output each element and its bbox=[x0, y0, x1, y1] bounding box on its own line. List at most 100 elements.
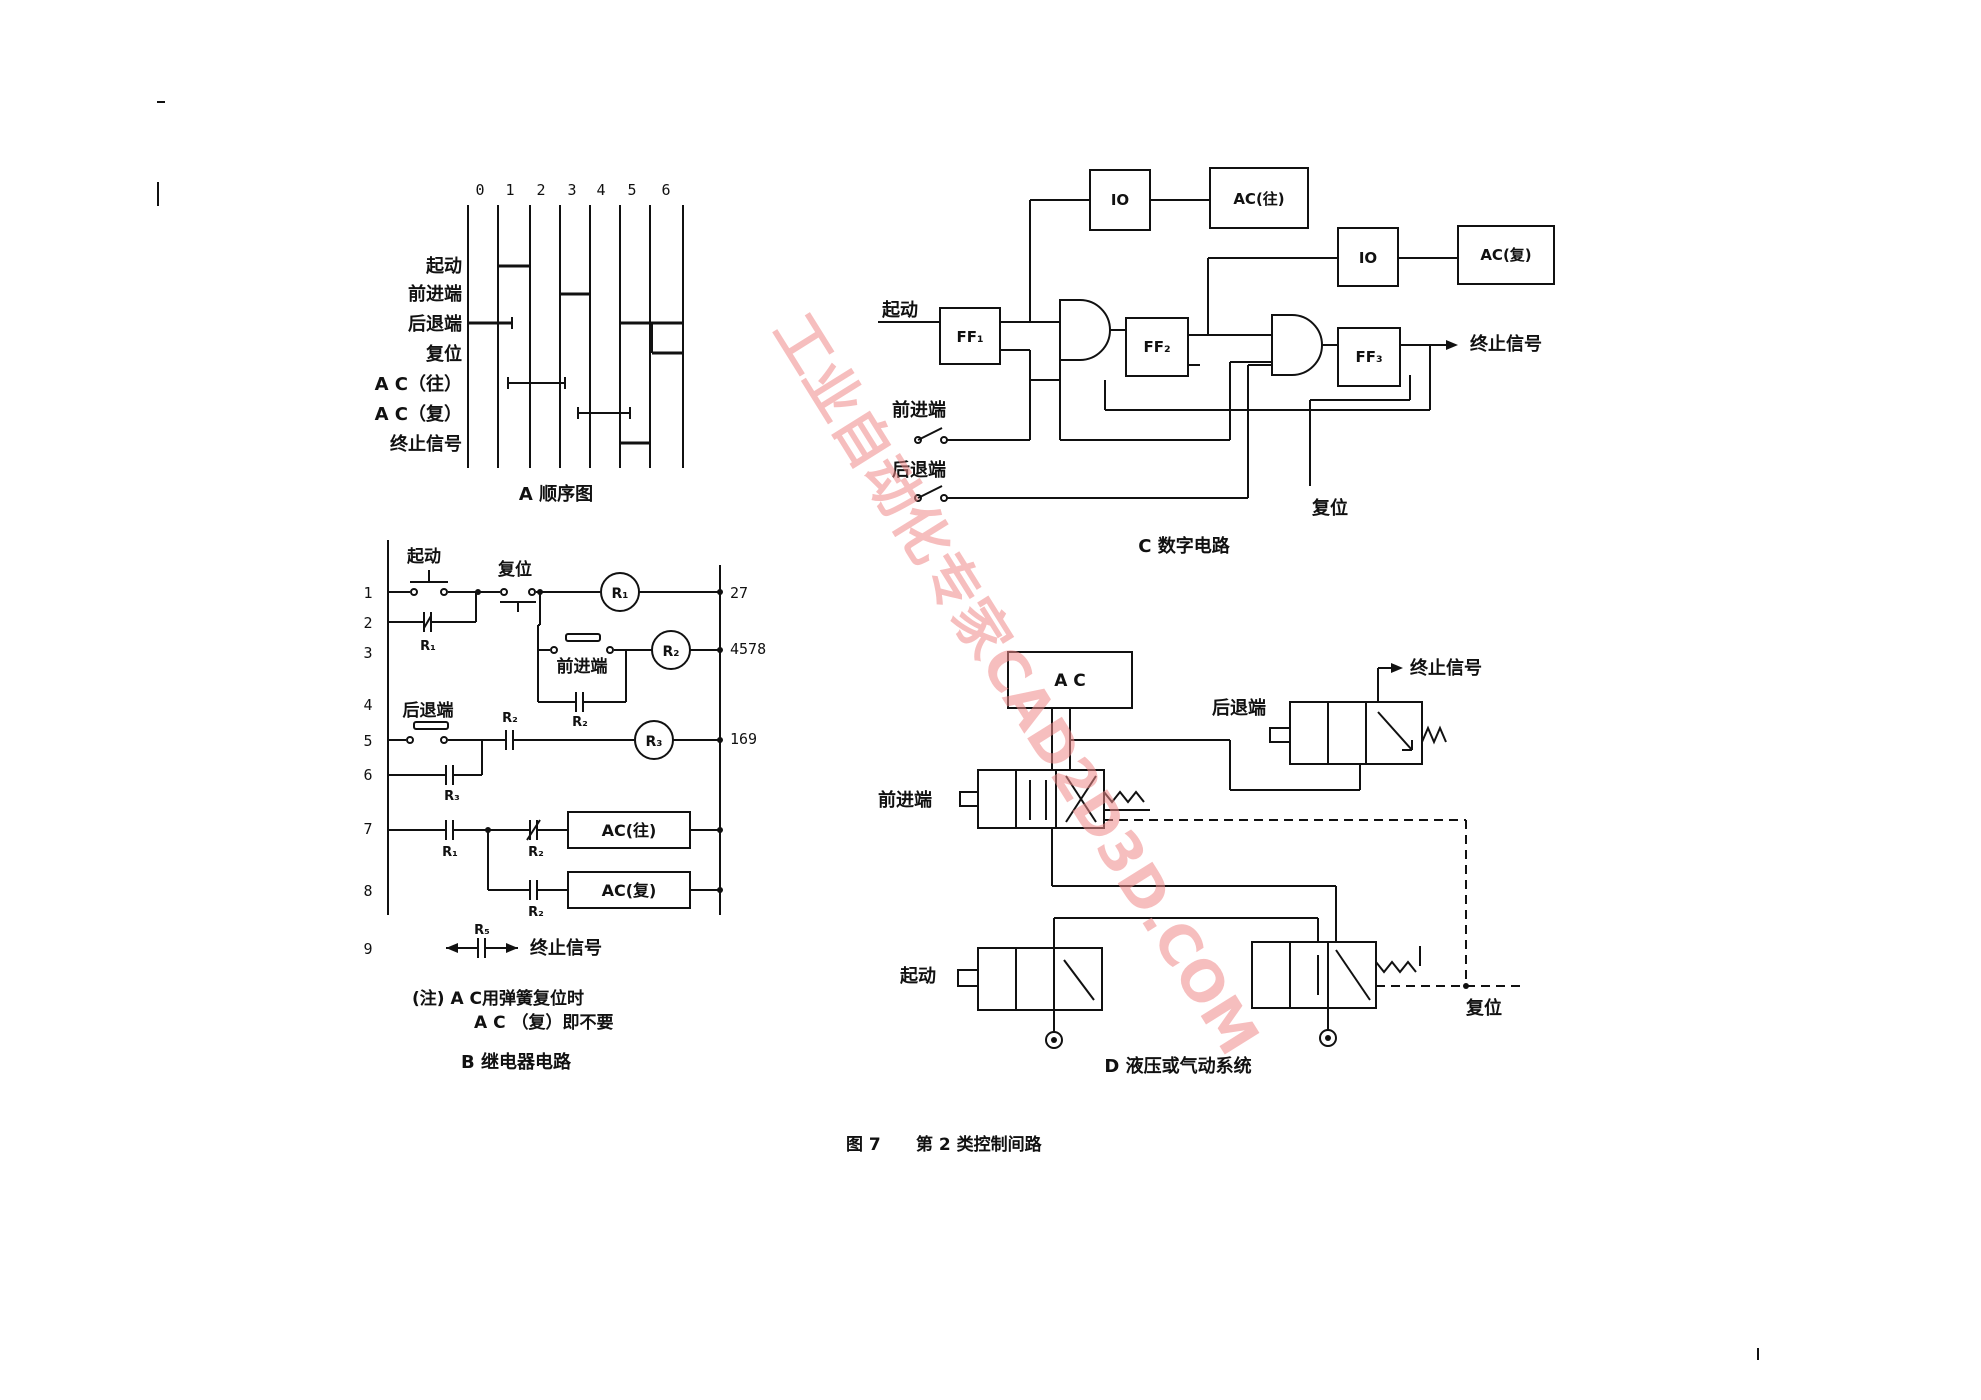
figure-number: 图 7 bbox=[846, 1135, 881, 1155]
row-label-rear-end: 后退端 bbox=[408, 314, 462, 335]
and-gate-1 bbox=[1059, 299, 1111, 361]
ref-27: 27 bbox=[730, 584, 748, 602]
relay-note-line2: A C （复）即不要 bbox=[474, 1012, 613, 1033]
row-label-stop-signal: 终止信号 bbox=[390, 433, 462, 455]
digital-rear-end-label: 后退端 bbox=[892, 460, 946, 481]
label-rear-end-ls: 后退端 bbox=[403, 700, 454, 721]
contact-r5-label: R₅ bbox=[474, 923, 490, 938]
tick-4: 4 bbox=[596, 181, 605, 199]
seal-r3-label: R₃ bbox=[444, 789, 460, 804]
line-number-5: 5 bbox=[363, 732, 372, 750]
line-number-2: 2 bbox=[363, 614, 372, 632]
ff2-label: FF₂ bbox=[1143, 338, 1170, 356]
caption-d: D 液压或气动系统 bbox=[1104, 1055, 1251, 1077]
row-label-start: 起动 bbox=[425, 255, 462, 277]
digital-front-end-label: 前进端 bbox=[892, 399, 946, 421]
seal-r2-label: R₂ bbox=[572, 715, 588, 730]
fluid-system: A C 后退端 终止信号 前进端 bbox=[878, 651, 1520, 1077]
fluid-reset-label: 复位 bbox=[1465, 997, 1502, 1019]
label-start-pb: 起动 bbox=[406, 546, 441, 567]
tick-0: 0 bbox=[475, 181, 484, 199]
ac-return-block bbox=[1457, 225, 1555, 285]
and-gate-2 bbox=[1271, 314, 1323, 376]
rear-end-spring bbox=[1421, 725, 1447, 745]
line-number-4: 4 bbox=[363, 696, 372, 714]
ac-return-label: AC(复) bbox=[602, 881, 657, 900]
seal-r1-label: R₁ bbox=[420, 639, 436, 654]
start-pushbutton-contact bbox=[410, 588, 418, 596]
tick-1: 1 bbox=[505, 181, 514, 199]
tick-5: 5 bbox=[627, 181, 636, 199]
row-label-ac-forward: A C（往） bbox=[375, 373, 462, 395]
ref-169: 169 bbox=[730, 730, 757, 748]
ac-forward-block bbox=[1209, 167, 1309, 229]
digital-start-label: 起动 bbox=[881, 299, 918, 321]
front-end-switch bbox=[917, 427, 943, 441]
fluid-rear-end-label: 后退端 bbox=[1212, 698, 1266, 719]
digital-ac-forward-label: AC(往) bbox=[1233, 190, 1284, 208]
digital-stop-signal-label: 终止信号 bbox=[1470, 333, 1542, 355]
tick-6: 6 bbox=[661, 181, 670, 199]
ac-forward-solenoid bbox=[567, 811, 691, 849]
tick-labels: 0 1 2 3 4 5 6 bbox=[475, 181, 670, 199]
contact-r1-label: R₁ bbox=[442, 845, 458, 860]
actuator-ac bbox=[1007, 651, 1133, 709]
relay-note-line1: (注) A C用弹簧复位时 bbox=[412, 988, 584, 1009]
digital-ac-return-label: AC(复) bbox=[1480, 246, 1531, 264]
time-lines bbox=[467, 205, 684, 468]
label-front-end-ls: 前进端 bbox=[557, 656, 608, 677]
sequence-chart: 0 1 2 3 4 5 6 起动 前进端 后退端 复位 A C（往） A C（复… bbox=[375, 181, 684, 505]
coil-r3-label: R₃ bbox=[646, 734, 663, 750]
line-number-7: 7 bbox=[363, 820, 372, 838]
ac-forward-label: AC(往) bbox=[602, 821, 657, 840]
rear-end-limit-switch bbox=[413, 721, 449, 730]
flipflop-ff1 bbox=[939, 307, 1001, 365]
label-reset-pb: 复位 bbox=[497, 559, 532, 580]
digital-reset-label: 复位 bbox=[1311, 497, 1348, 519]
figure-caption: 图 7 第 2 类控制间路 bbox=[846, 1134, 1043, 1155]
row-label-ac-return: A C（复） bbox=[375, 403, 462, 425]
io-2-label: IO bbox=[1359, 249, 1377, 267]
start-valve bbox=[977, 947, 1103, 1011]
ac-return-solenoid bbox=[567, 871, 691, 909]
fluid-front-end-label: 前进端 bbox=[878, 789, 932, 811]
rear-end-valve bbox=[1289, 701, 1423, 765]
main-valve bbox=[1251, 941, 1377, 1009]
ff3-label: FF₃ bbox=[1355, 348, 1382, 366]
caption-c: C 数字电路 bbox=[1138, 535, 1230, 557]
line-number-6: 6 bbox=[363, 766, 372, 784]
digital-circuit: IO AC(往) IO AC(复) 起动 FF₁ FF₂ FF₃ 终止信号 bbox=[878, 167, 1555, 557]
io-1-label: IO bbox=[1111, 191, 1129, 209]
io-block-1 bbox=[1089, 169, 1151, 231]
line-number-3: 3 bbox=[363, 644, 372, 662]
caption-a: A 顺序图 bbox=[519, 483, 593, 505]
relay-stop-signal-label: 终止信号 bbox=[530, 937, 602, 959]
timing-bars bbox=[468, 264, 683, 445]
coil-r2-label: R₂ bbox=[663, 644, 680, 660]
contact-r2-label: R₂ bbox=[502, 711, 518, 726]
relay-circuit: 1 2 3 4 5 6 7 8 9 起动 复位 R₁ 27 bbox=[363, 540, 766, 1073]
line-number-8: 8 bbox=[363, 882, 372, 900]
contact-r2-no-label: R₂ bbox=[528, 905, 544, 920]
row-label-reset: 复位 bbox=[425, 343, 462, 365]
tick-2: 2 bbox=[536, 181, 545, 199]
fluid-ac-label: A C bbox=[1054, 671, 1086, 691]
front-end-limit-switch bbox=[565, 633, 601, 642]
figure-title: 第 2 类控制间路 bbox=[916, 1134, 1043, 1155]
tick-3: 3 bbox=[567, 181, 576, 199]
fluid-stop-signal-label: 终止信号 bbox=[1410, 657, 1482, 679]
fluid-start-label: 起动 bbox=[899, 965, 936, 987]
line-number-1: 1 bbox=[363, 584, 372, 602]
caption-b: B 继电器电路 bbox=[461, 1051, 572, 1073]
contact-r2-nc-label: R₂ bbox=[528, 845, 544, 860]
ref-4578: 4578 bbox=[730, 640, 766, 658]
coil-r1-label: R₁ bbox=[612, 586, 629, 602]
flipflop-ff2 bbox=[1125, 317, 1189, 377]
rear-end-switch bbox=[917, 485, 943, 499]
row-label-front-end: 前进端 bbox=[408, 283, 462, 305]
ff1-label: FF₁ bbox=[956, 328, 983, 346]
line-numbers: 1 2 3 4 5 6 7 8 9 bbox=[363, 584, 372, 958]
reset-pushbutton-contact bbox=[500, 588, 508, 596]
flipflop-ff3 bbox=[1337, 327, 1401, 387]
